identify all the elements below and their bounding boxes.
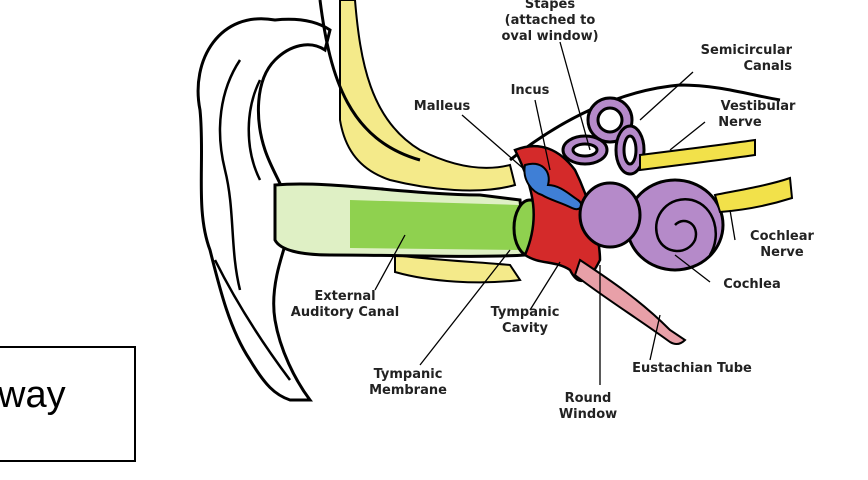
diagram-labels: Stapes (attached to oval window) Semicir… — [291, 0, 815, 422]
label-cochlea: Cochlea — [723, 277, 780, 292]
cochlear-nerve — [713, 176, 794, 214]
label-stapes-2: (attached to — [505, 13, 596, 28]
label-tympanic-cavity-1: Tympanic — [491, 305, 560, 320]
label-round-window-1: Round — [565, 391, 612, 406]
label-malleus: Malleus — [414, 99, 471, 114]
label-tympanic-cavity-2: Cavity — [502, 321, 548, 336]
vestibular-nerve — [639, 138, 756, 172]
label-semicircular-2: Canals — [743, 59, 792, 74]
side-text-box: way — [0, 346, 136, 462]
label-round-window-2: Window — [559, 407, 617, 422]
ear-anatomy-diagram: Stapes (attached to oval window) Semicir… — [196, 0, 815, 422]
side-text: way — [0, 374, 66, 416]
label-incus: Incus — [511, 83, 550, 98]
label-semicircular-1: Semicircular — [701, 43, 793, 58]
label-vestibular-1: Vestibular — [721, 99, 796, 114]
label-tympanic-membrane-2: Membrane — [369, 383, 447, 398]
label-external-2: Auditory Canal — [291, 305, 399, 320]
cochlea — [578, 178, 725, 272]
leader-lines — [374, 41, 736, 385]
label-cochlear-nerve-2: Nerve — [760, 245, 804, 260]
label-vestibular-2: Nerve — [718, 115, 762, 130]
label-tympanic-membrane-1: Tympanic — [374, 367, 443, 382]
temporal-bone-upper — [339, 0, 517, 192]
eustachian-tube — [573, 258, 687, 346]
label-stapes-3: oval window) — [501, 29, 598, 44]
label-eustachian: Eustachian Tube — [632, 361, 752, 376]
outer-ear — [196, 17, 332, 402]
label-stapes-1: Stapes — [525, 0, 575, 12]
label-cochlear-nerve-1: Cochlear — [750, 229, 814, 244]
semicircular-canals — [561, 96, 646, 176]
label-external-1: External — [314, 289, 375, 304]
temporal-bone-lower — [394, 253, 522, 284]
